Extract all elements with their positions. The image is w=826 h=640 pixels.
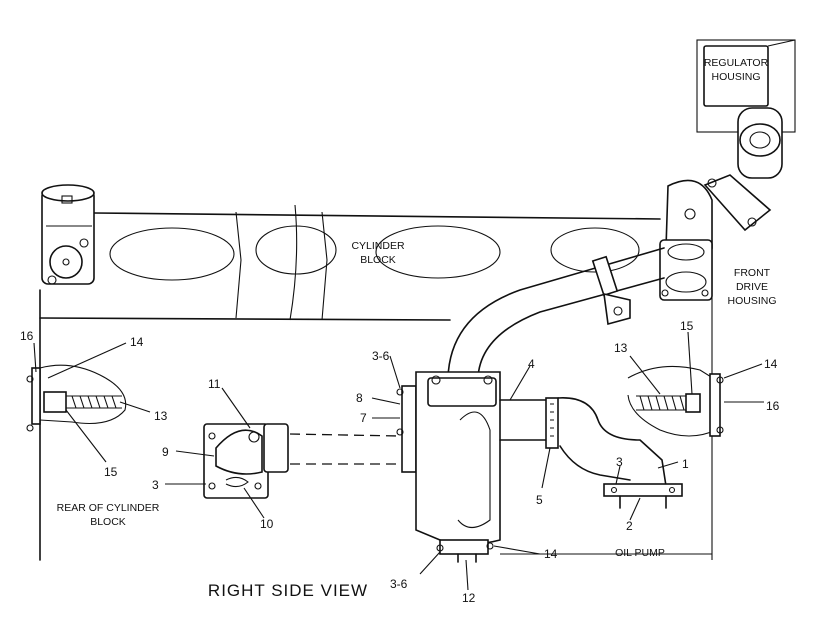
bypass-valve-body (203, 423, 401, 499)
callout-2: 2 (626, 519, 633, 533)
callout-numbers: 16 14 13 15 11 9 3 10 3-6 8 7 4 5 3-6 12… (20, 319, 780, 605)
callout-8: 8 (356, 391, 363, 405)
callout-12: 12 (462, 591, 476, 605)
rear-hose-assembly (26, 364, 127, 432)
rear-of-cylinder-block-label-1: REAR OF CYLINDER (57, 502, 160, 514)
accessory-drive-left (41, 184, 95, 285)
oil-pump-label: OIL PUMP (615, 547, 665, 559)
front-drive-housing-label-3: HOUSING (727, 295, 776, 307)
callout-3-6-bottom: 3-6 (390, 577, 408, 591)
callout-10: 10 (260, 517, 274, 531)
cylinder-block-label-1: CYLINDER (351, 240, 405, 252)
callout-3-6-top: 3-6 (372, 349, 390, 363)
callout-3-left: 3 (152, 478, 159, 492)
rear-of-cylinder-block-label-2: BLOCK (90, 516, 126, 528)
component-labels: REGULATOR HOUSING CYLINDER BLOCK FRONT D… (57, 57, 777, 600)
regulator-housing-label-2: HOUSING (711, 71, 760, 83)
callout-16-left: 16 (20, 329, 34, 343)
pump-supply-pipe (499, 397, 712, 555)
callout-14-left: 14 (130, 335, 144, 349)
front-hose-assembly (627, 365, 724, 437)
callout-4: 4 (528, 357, 535, 371)
callout-15-right: 15 (680, 319, 694, 333)
callout-14-right: 14 (764, 357, 778, 371)
front-drive-housing-label-2: DRIVE (736, 281, 768, 293)
callout-16-right: 16 (766, 399, 780, 413)
cylinder-block (39, 204, 661, 561)
callout-3-right: 3 (616, 455, 623, 469)
regulator-housing (696, 39, 796, 232)
callout-5: 5 (536, 493, 543, 507)
callout-11: 11 (208, 377, 221, 391)
oil-tube (447, 247, 665, 379)
callout-7: 7 (360, 411, 367, 425)
oil-filter-housing (396, 371, 501, 563)
regulator-housing-label-1: REGULATOR (704, 57, 769, 69)
callout-1: 1 (682, 457, 689, 471)
front-drive-housing-label-1: FRONT (734, 267, 771, 279)
view-title: RIGHT SIDE VIEW (208, 581, 368, 600)
callout-13-left: 13 (154, 409, 168, 423)
front-drive-housing (659, 179, 713, 560)
cylinder-block-label-2: BLOCK (360, 254, 396, 266)
callout-14-bottom: 14 (544, 547, 558, 561)
callout-13-right: 13 (614, 341, 628, 355)
callout-9: 9 (162, 445, 169, 459)
leader-lines (33, 331, 764, 591)
callout-15-left: 15 (104, 465, 118, 479)
